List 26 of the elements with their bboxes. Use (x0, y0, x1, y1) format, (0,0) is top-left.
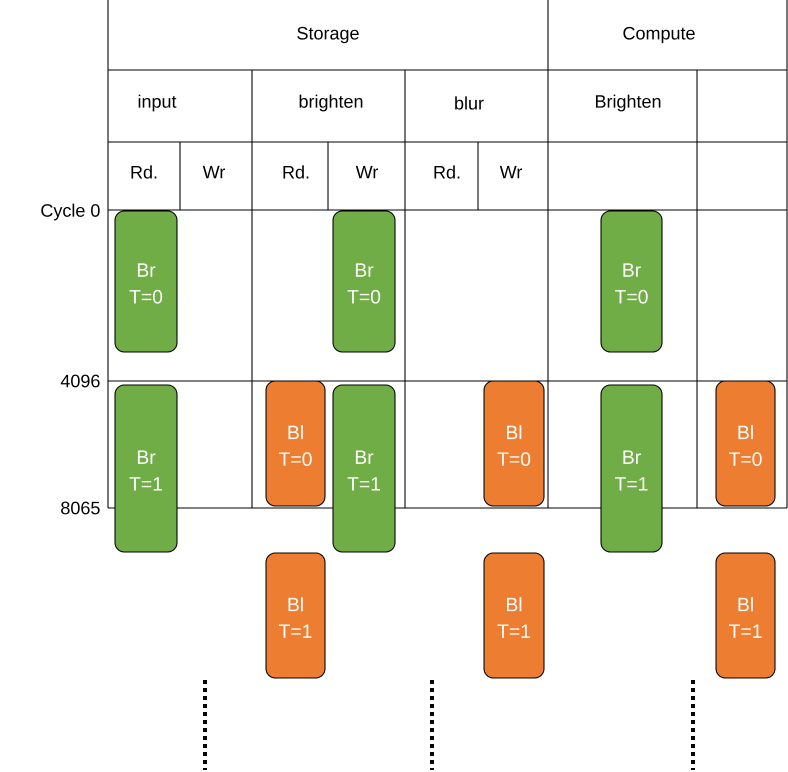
table-label: Cycle 0 (41, 204, 100, 220)
table-label: Storage (297, 26, 359, 44)
task-block: Bl T=0 (483, 380, 545, 507)
table-label: Wr (356, 166, 378, 178)
table-label: 4096 (60, 374, 100, 388)
task-block: Bl T=0 (265, 380, 326, 507)
task-block: Br T=1 (114, 384, 178, 553)
task-block: Br T=0 (600, 210, 663, 353)
table-label: brighten (300, 94, 362, 112)
task-block: Bl T=1 (715, 552, 776, 679)
task-block: Bl T=0 (715, 380, 776, 507)
table-label: blur (455, 96, 484, 110)
table-label: Wr (500, 166, 522, 178)
table-label: Rd. (283, 165, 308, 179)
table-label: Brighten (596, 94, 660, 112)
table-label: input (138, 94, 176, 112)
task-block: Br T=0 (332, 210, 396, 353)
task-block: Bl T=1 (265, 552, 326, 679)
table-label: Rd. (131, 165, 156, 179)
task-block: Br T=1 (600, 384, 663, 553)
table-label: Rd. (434, 165, 460, 179)
task-block: Br T=0 (114, 210, 178, 353)
task-block: Bl T=1 (483, 552, 545, 679)
table-label: Wr (202, 166, 226, 178)
table-label: Compute (623, 26, 695, 44)
task-block: Br T=1 (332, 384, 396, 553)
